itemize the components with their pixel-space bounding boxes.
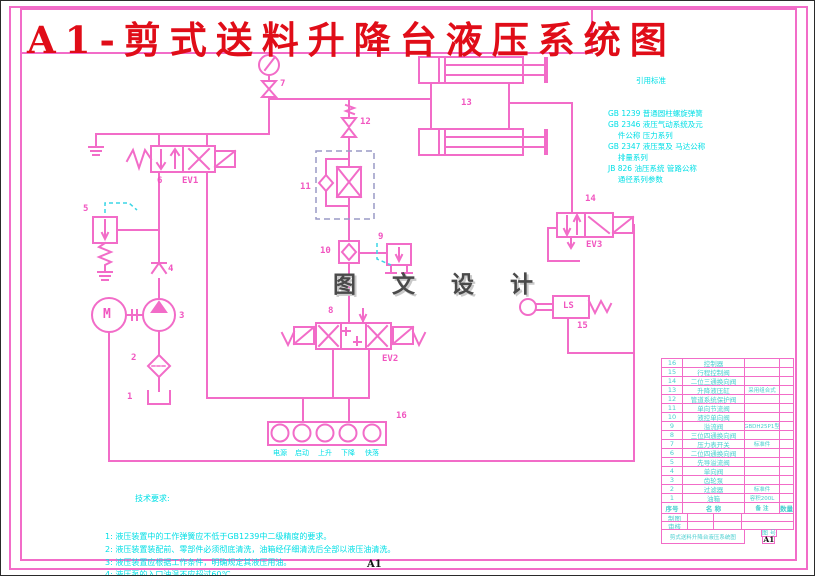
check-valve-12	[339, 103, 359, 138]
solenoid-valve-ev3	[547, 212, 635, 262]
component-label-14: 14	[585, 194, 596, 204]
watermark: 图 文 设 计	[333, 272, 548, 298]
component-label-7: 7	[280, 79, 286, 89]
standards-lines: GB 1239 普通圆柱螺旋弹簧 GB 2346 液压气动系统及元 件公称 压力系…	[608, 108, 705, 185]
standards-line: GB 2347 液压泵及 马达公称	[608, 142, 706, 151]
component-label-11: 11	[300, 182, 311, 192]
panel-button-label-1: 电源	[273, 449, 287, 457]
technical-requirements: 技术要求: 1: 液压装置中的工作弹簧应不低于GB1239中二级精度的要求。 2:…	[105, 467, 396, 576]
one-way-throttle-11	[317, 158, 363, 207]
standards-heading: 引用标准	[636, 76, 666, 85]
panel-button-label-3: 上升	[318, 449, 332, 457]
signoff-value	[741, 521, 794, 530]
component-label-13: 13	[461, 98, 472, 108]
component-label-3: 3	[179, 311, 185, 321]
title-block: 剪式送料升降台液压系统图 图 号 A1	[661, 529, 794, 544]
standards-line: 件公称 压力系列	[608, 131, 673, 140]
component-label-12: 12	[360, 117, 371, 127]
signoff-row: 审核	[661, 521, 794, 530]
tech-req-line: 2: 液压装置装配前、零部件必须彻底清洗，油箱经仔细清洗后全部以液压油清洗。	[105, 544, 396, 554]
drawing-title: 剪式送料升降台液压系统图	[661, 529, 745, 544]
component-label-6: 6	[157, 176, 163, 186]
component-label-M: M	[103, 307, 111, 322]
component-label-15: 15	[577, 321, 588, 331]
relief-valve-9	[358, 243, 413, 274]
page-size-marker: A1	[367, 559, 382, 570]
tech-req-line: 3: 液压装置应根据工作条件，明确规定其液压用油。	[105, 557, 292, 567]
reference-standards: 引用标准 GB 1239 普通圆柱螺旋弹簧 GB 2346 液压气动系统及元 件公…	[608, 53, 705, 207]
component-label-LS: LS	[563, 301, 574, 311]
standards-line: 通径系列参数	[608, 175, 663, 184]
component-label-5: 5	[83, 204, 89, 214]
standards-line: GB 1239 普通圆柱螺旋弹簧	[608, 109, 703, 118]
component-label-8: 8	[328, 306, 334, 316]
component-label-16: 16	[396, 411, 407, 421]
tech-req-lines: 1: 液压装置中的工作弹簧应不低于GB1239中二级精度的要求。 2: 液压装置装…	[105, 531, 396, 576]
drawing-number-block: 图 号 A1	[744, 529, 794, 544]
standards-line: GB 2346 液压气动系统及元	[608, 120, 703, 129]
component-label-4: 4	[168, 264, 174, 274]
pilot-check-valve-10	[338, 240, 360, 264]
page-title: A1-剪式送料升降台液压系统图	[27, 18, 676, 62]
tech-req-heading: 技术要求:	[135, 493, 170, 503]
component-label-1: 1	[127, 392, 133, 402]
sheet-size: A1	[762, 535, 776, 544]
standards-line: 排量系列	[608, 153, 648, 162]
limit-switch-15	[519, 295, 635, 354]
drawing-frame	[9, 6, 808, 570]
gear-pump-3	[142, 298, 176, 332]
pilot-control-lines	[104, 202, 392, 266]
pressure-lines	[88, 98, 432, 156]
pilot-relief-valve-5	[92, 216, 160, 281]
standards-line: JB 826 油压系统 管路公称	[608, 164, 697, 173]
panel-button-label-5: 快落	[365, 449, 379, 457]
pressure-gauge-7	[258, 54, 280, 135]
component-label-9: 9	[378, 232, 384, 242]
tech-req-line: 1: 液压装置中的工作弹簧应不低于GB1239中二级精度的要求。	[105, 531, 332, 541]
component-label-EV2: EV2	[382, 354, 399, 364]
panel-button-label-4: 下降	[341, 449, 355, 457]
component-label-EV1: EV1	[182, 176, 199, 186]
parts-table-signoff: 制图审核	[661, 513, 794, 530]
solenoid-valve-ev2	[206, 308, 427, 423]
control-panel-16	[267, 421, 387, 446]
filter-2-tank-1	[146, 330, 172, 405]
return-loop	[108, 224, 635, 462]
component-label-10: 10	[320, 246, 331, 256]
tech-req-line: 4: 液压泵的入口油温不应超过60℃。	[105, 570, 239, 576]
solenoid-valve-ev1	[125, 133, 237, 399]
component-11-enclosure	[315, 150, 375, 220]
component-label-EV3: EV3	[586, 240, 603, 250]
panel-button-label-2: 启动	[295, 449, 309, 457]
lifting-cylinders-13	[418, 56, 573, 214]
electric-motor	[91, 297, 144, 333]
component-label-2: 2	[131, 353, 137, 363]
check-valve-4	[150, 261, 168, 275]
